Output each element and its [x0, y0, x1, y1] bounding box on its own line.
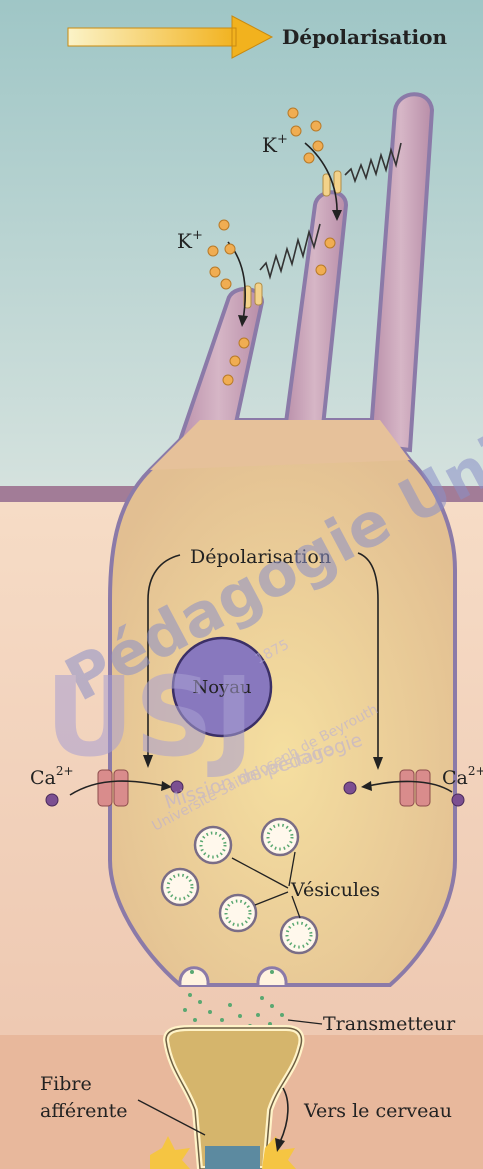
vesicle: [195, 827, 231, 863]
vesicle: [162, 869, 198, 905]
fibre-label-line1: Fibre: [40, 1073, 92, 1095]
header-title: Dépolarisation: [282, 25, 447, 49]
vesicle: [281, 917, 317, 953]
vesicle: [262, 819, 298, 855]
fibre-label-line2: afférente: [40, 1100, 128, 1122]
transmitter-label: Transmetteur: [323, 1013, 456, 1035]
to-brain-label: Vers le cerveau: [303, 1100, 452, 1122]
axon-core: [205, 1146, 260, 1169]
release-site-left: [180, 968, 208, 985]
watermark-logo: USJ: [45, 653, 254, 781]
vesicles-label: Vésicules: [290, 879, 380, 901]
vesicle: [220, 895, 256, 931]
